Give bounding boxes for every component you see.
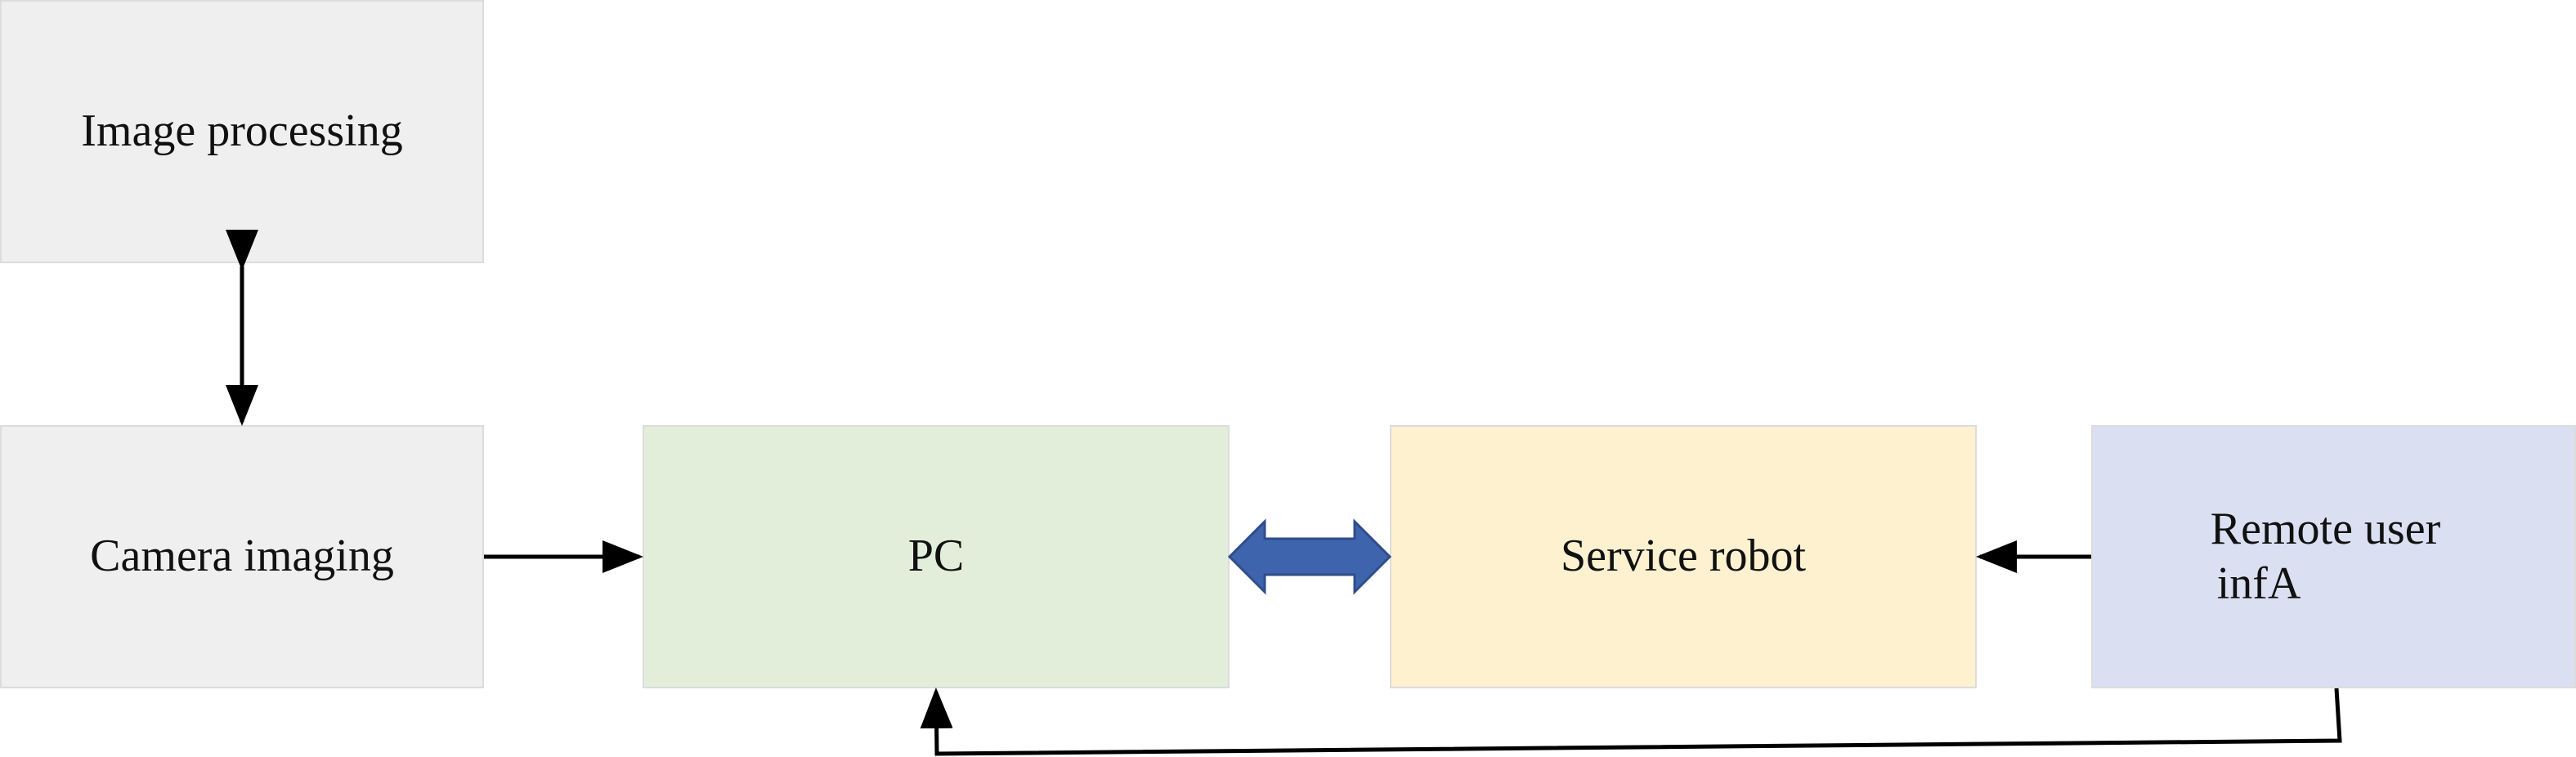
remote-user-text: Remote user infA xyxy=(2211,502,2440,611)
remote-user-box: Remote user infA xyxy=(2091,425,2576,688)
camera-imaging-label: Camera imaging xyxy=(90,531,394,582)
pc-robot-bidirectional-block-arrow xyxy=(1227,518,1392,595)
pc-label: PC xyxy=(907,531,965,582)
remote-user-label-line2: infA xyxy=(2216,558,2301,609)
remote-to-pc-elbow-arrow xyxy=(920,688,2342,756)
service-robot-box: Service robot xyxy=(1390,425,1977,688)
pc-box: PC xyxy=(643,425,1230,688)
image-processing-box: Image processing xyxy=(0,0,484,263)
service-robot-label: Service robot xyxy=(1560,531,1807,582)
remote-user-label-line1: Remote user xyxy=(2210,503,2441,554)
camera-imaging-box: Camera imaging xyxy=(0,425,484,688)
image-processing-label: Image processing xyxy=(81,105,403,157)
